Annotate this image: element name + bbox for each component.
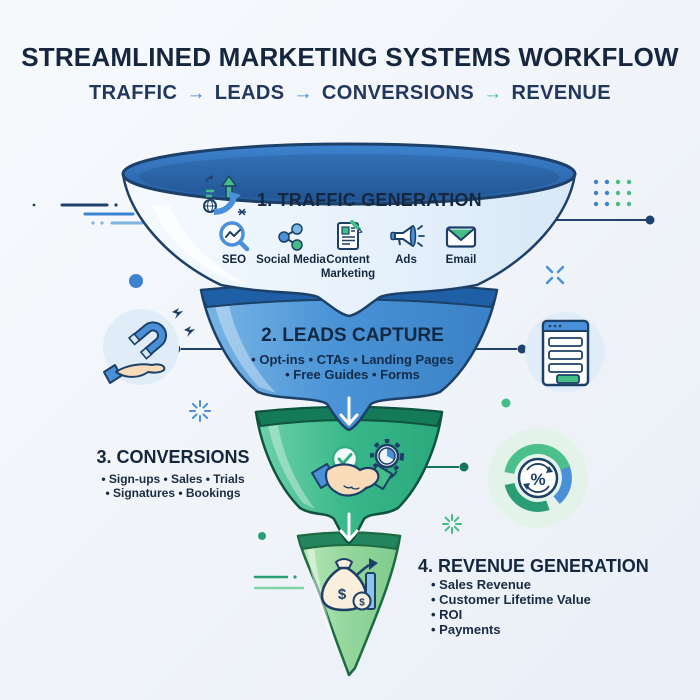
flow-word: REVENUE	[511, 82, 612, 104]
open-hand-icon	[103, 363, 166, 384]
percent-symbol: %	[530, 470, 545, 489]
traffic-growth-arrows-icon	[203, 175, 247, 216]
x-sparkle-icon	[545, 265, 565, 285]
stage1-title: 1. TRAFFIC GENERATION	[257, 190, 482, 210]
blue-dot	[129, 274, 143, 288]
green-dot	[501, 398, 511, 408]
funnel-stage1-shape	[121, 142, 577, 318]
speed-lines-blue	[32, 203, 144, 225]
handshake-deal-icon	[311, 439, 404, 497]
dollar-symbol: $	[359, 598, 365, 609]
stage-flow-arrows	[339, 396, 359, 542]
stage4-bullet-line: • ROI	[431, 607, 463, 622]
teal-dot	[258, 532, 266, 540]
arrow-right-icon: →	[186, 82, 206, 104]
money-bag-growth-icon: $ $	[320, 558, 378, 612]
email-envelope-icon	[445, 226, 477, 248]
gear-icon	[370, 439, 404, 473]
flow-word: TRAFFIC	[88, 82, 178, 104]
stage4-title: 4. REVENUE GENERATION	[418, 556, 649, 576]
dollar-symbol: $	[338, 586, 347, 603]
stage4-bullet-line: • Payments	[431, 622, 501, 637]
content-document-pencil-icon	[337, 220, 363, 250]
flow-word: LEADS	[214, 82, 285, 104]
stage2-bullets: • Opt-ins • CTAs • Landing Pages • Free …	[200, 352, 505, 382]
page-title: STREAMLINED MARKETING SYSTEMS WORKFLOW	[21, 42, 679, 72]
signup-form-window-icon	[525, 312, 605, 392]
stage4-bullets: • Sales Revenue • Customer Lifetime Valu…	[431, 577, 591, 637]
channel-label-email: Email	[445, 254, 477, 266]
dots-grid	[593, 179, 632, 207]
ads-megaphone-icon	[390, 225, 425, 247]
stage4-bullet-line: • Sales Revenue	[431, 577, 531, 592]
burst-sparkle-blue-icon	[189, 400, 211, 422]
burst-sparkle-green-icon	[442, 514, 462, 534]
stage3-bullet-line: • Sign-ups • Sales • Trials	[101, 472, 245, 486]
funnel-stage3-shape	[254, 405, 444, 545]
stage2-title: 2. LEADS CAPTURE	[261, 325, 444, 346]
channel-label-ads: Ads	[395, 254, 417, 266]
flow-subtitle: TRAFFIC → LEADS → CONVERSIONS → REVENUE	[0, 82, 700, 105]
down-arrow-icon	[339, 396, 359, 426]
down-arrow-icon	[339, 512, 359, 542]
flow-word: CONVERSIONS	[321, 82, 475, 104]
conversion-rate-cycle-icon: %	[488, 428, 588, 528]
stage4-bullet-line: • Customer Lifetime Value	[431, 592, 591, 607]
stage2-bullet-line: • Free Guides • Forms	[285, 366, 420, 382]
channel-label-social-media: Social Media	[256, 254, 326, 266]
lightning-bolt-icon	[172, 308, 183, 319]
funnel-stage4-shape: $ $	[296, 531, 402, 677]
lead-magnet-hand-icon	[103, 308, 195, 385]
seo-magnifier-icon	[219, 221, 250, 252]
channel-label-seo: SEO	[221, 254, 247, 266]
channel-label-content-marketing: Content Marketing	[320, 254, 376, 280]
stage2-bullet-line: • Opt-ins • CTAs • Landing Pages	[251, 352, 454, 367]
lightning-bolt-icon	[184, 326, 195, 337]
decorative-elements	[32, 179, 655, 590]
stage3-bullet-line: • Signatures • Bookings	[105, 485, 241, 500]
social-share-icon	[278, 223, 303, 251]
arrow-right-icon: →	[293, 82, 313, 104]
arrow-right-icon: →	[483, 82, 503, 104]
speed-lines-green	[253, 575, 305, 590]
stage3-bullets: • Sign-ups • Sales • Trials • Signatures…	[87, 472, 259, 500]
stage3-title: 3. CONVERSIONS	[96, 447, 250, 467]
